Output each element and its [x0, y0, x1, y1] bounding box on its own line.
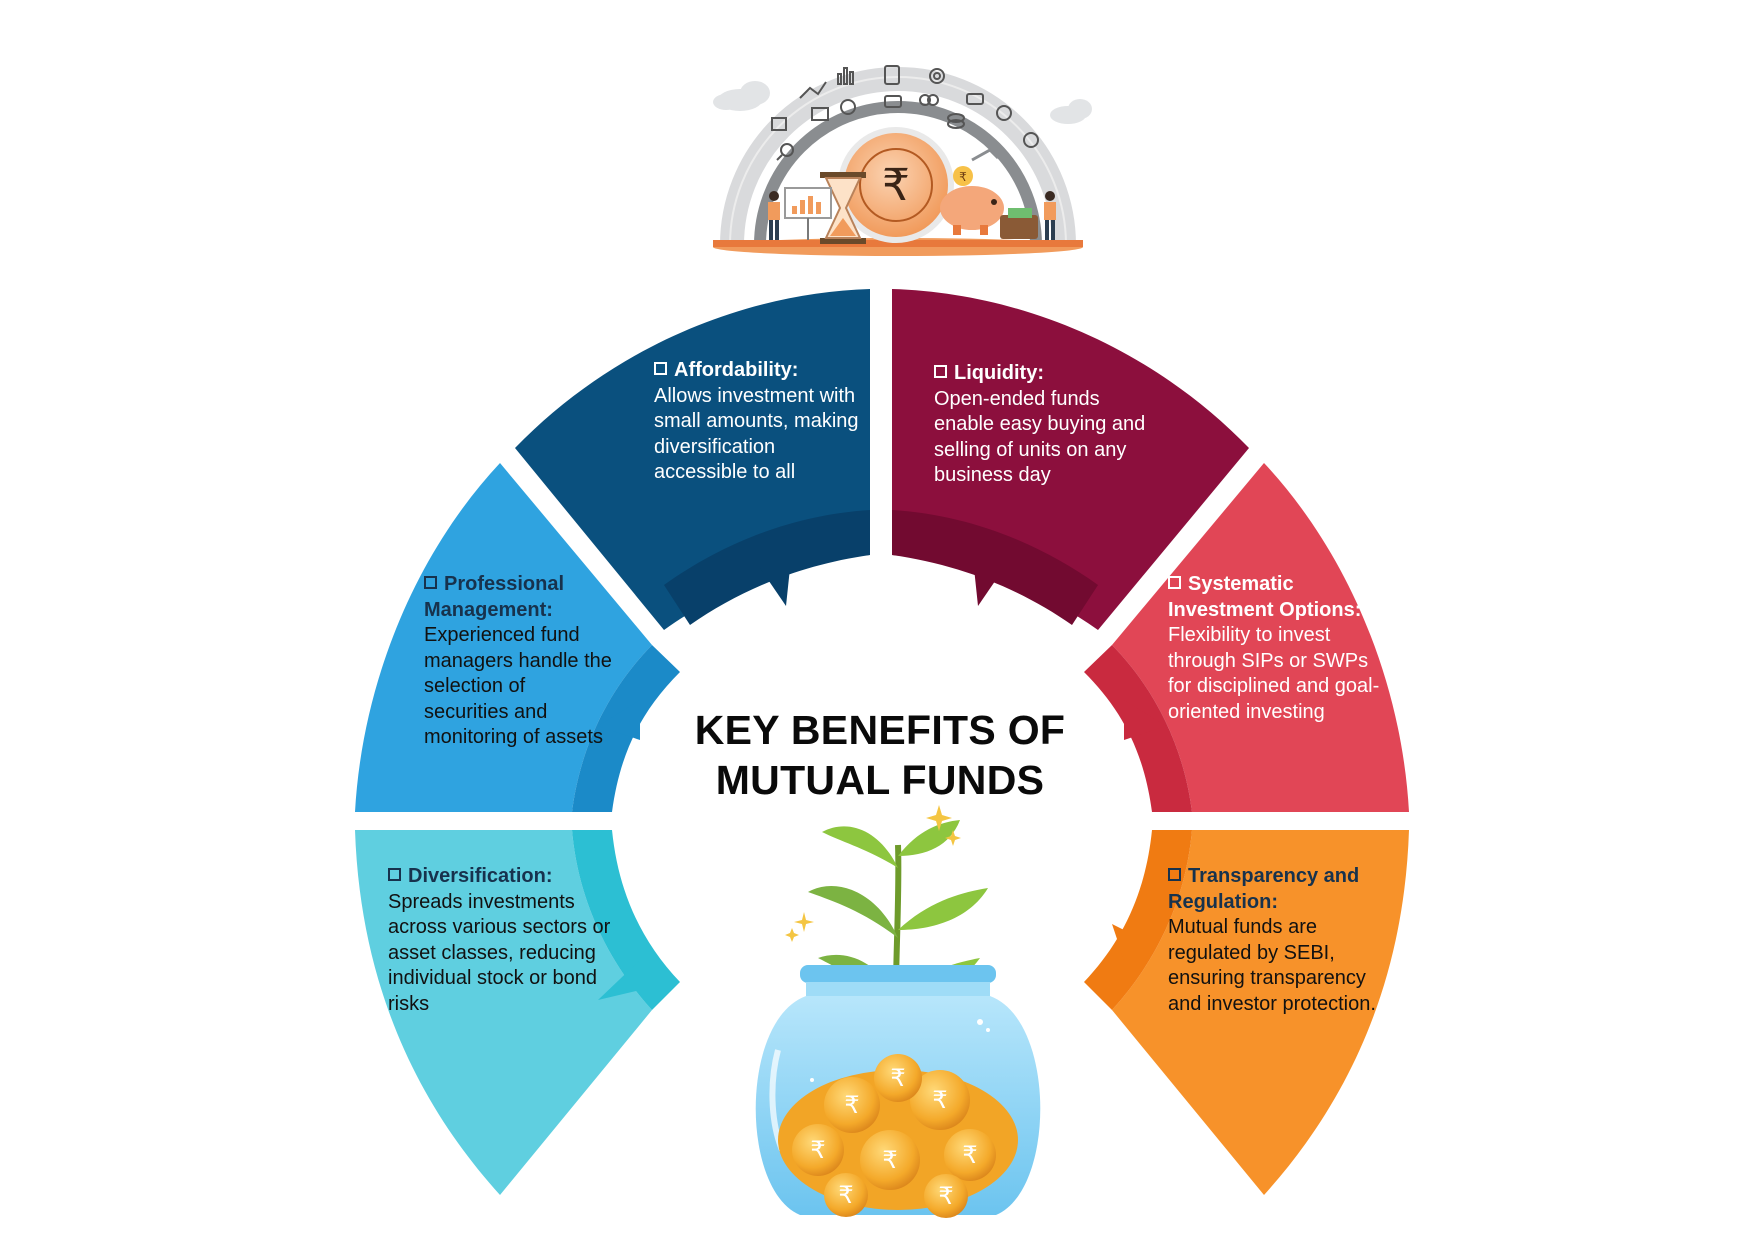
body-line: selling of units on any — [934, 438, 1127, 461]
segment-text-affordability: Affordability: Allows investment with sm… — [654, 358, 874, 486]
segment-text-systematic-investment: Systematic Investment Options: Flexibili… — [1168, 572, 1398, 725]
growth-chart-icon — [768, 187, 832, 240]
bullet-icon — [654, 362, 667, 375]
body-line: Open-ended funds — [934, 387, 1100, 410]
body-line: asset classes, reducing — [388, 941, 596, 964]
body-line: and investor protection. — [1168, 992, 1376, 1015]
svg-text:₹: ₹ — [810, 1136, 825, 1164]
svg-text:₹: ₹ — [890, 1064, 905, 1092]
segment-heading: Liquidity: — [934, 361, 1164, 387]
wallet-icon — [1000, 191, 1056, 240]
svg-text:₹: ₹ — [962, 1141, 977, 1169]
segment-text-diversification: Diversification: Spreads investments acr… — [388, 864, 628, 1017]
segment-heading-line: Regulation: — [1168, 890, 1278, 913]
body-line: monitoring of assets — [424, 726, 603, 748]
body-line: ensuring transparency — [1168, 967, 1366, 989]
svg-text:₹: ₹ — [938, 1182, 953, 1210]
body-line: securities and — [424, 700, 548, 723]
segment-text-liquidity: Liquidity: Open-ended funds enable easy … — [934, 361, 1164, 489]
body-line: Spreads investments — [388, 890, 575, 913]
segment-transparency — [1084, 830, 1409, 1195]
piggy-bank-icon: ₹ — [940, 148, 1004, 235]
segment-heading-line: Investment Options: — [1168, 598, 1362, 621]
body-line: Allows investment with — [654, 384, 856, 407]
body-line: business day — [934, 464, 1051, 486]
heading-text: Liquidity: — [954, 362, 1044, 384]
heading-text: Diversification: — [408, 865, 553, 887]
segment-heading: Systematic — [1168, 572, 1398, 598]
body-line: individual stock or bond — [388, 967, 598, 989]
segment-text-transparency: Transparency and Regulation: Mutual fund… — [1168, 864, 1408, 1017]
body-line: selection of — [424, 675, 526, 697]
svg-text:₹: ₹ — [959, 170, 967, 184]
body-line: small amounts, making — [654, 410, 859, 432]
svg-text:₹: ₹ — [838, 1181, 853, 1209]
body-line: Experienced fund — [424, 624, 580, 646]
svg-text:₹: ₹ — [932, 1086, 947, 1114]
segment-affordability — [515, 289, 870, 630]
heading-text: Professional — [444, 573, 565, 595]
body-line: accessible to all — [654, 461, 796, 483]
body-line: risks — [388, 992, 430, 1015]
svg-text:₹: ₹ — [882, 160, 910, 211]
money-jar-icon: ₹ ₹ ₹ ₹ ₹ ₹ ₹ ₹ — [755, 965, 1041, 1218]
body-line: Flexibility to invest — [1168, 624, 1331, 646]
sparkle-icon — [785, 805, 961, 942]
bullet-icon — [934, 365, 947, 378]
bullet-icon — [388, 868, 401, 881]
body-line: oriented investing — [1168, 700, 1325, 723]
segment-liquidity — [892, 289, 1249, 630]
heading-text: Systematic — [1188, 573, 1294, 595]
body-line: Mutual funds are — [1168, 916, 1317, 938]
segment-heading: Diversification: — [388, 864, 628, 890]
bullet-icon — [1168, 576, 1181, 589]
body-line: enable easy buying and — [934, 413, 1146, 435]
segment-heading-line: Management: — [424, 598, 553, 621]
body-line: across various sectors or — [388, 916, 611, 938]
bullet-icon — [424, 576, 437, 589]
title-line-1: KEY BENEFITS OF — [694, 707, 1066, 753]
body-line: diversification — [654, 435, 776, 458]
cloud-icon — [713, 81, 1092, 124]
body-line: regulated by SEBI, — [1168, 941, 1335, 964]
finance-illustration: ₹ ₹ — [713, 65, 1092, 256]
svg-text:₹: ₹ — [844, 1091, 859, 1119]
heading-text: Affordability: — [674, 359, 799, 381]
body-line: for disciplined and goal- — [1168, 675, 1380, 697]
svg-text:₹: ₹ — [882, 1146, 897, 1174]
heading-text: Transparency and — [1188, 865, 1360, 887]
segment-heading: Affordability: — [654, 358, 874, 384]
body-line: managers handle the — [424, 649, 612, 672]
rupee-coin-icon: ₹ — [838, 127, 954, 243]
segment-heading: Transparency and — [1168, 864, 1408, 890]
hourglass-icon — [820, 172, 866, 244]
segment-heading: Professional — [424, 572, 644, 598]
title-line-2: MUTUAL FUNDS — [715, 757, 1045, 803]
bullet-icon — [1168, 868, 1181, 881]
segment-diversification — [355, 830, 680, 1195]
body-line: through SIPs or SWPs — [1168, 649, 1369, 672]
segment-text-professional-management: Professional Management: Experienced fun… — [424, 572, 644, 751]
page-title: KEY BENEFITS OF MUTUAL FUNDS — [640, 705, 1120, 805]
